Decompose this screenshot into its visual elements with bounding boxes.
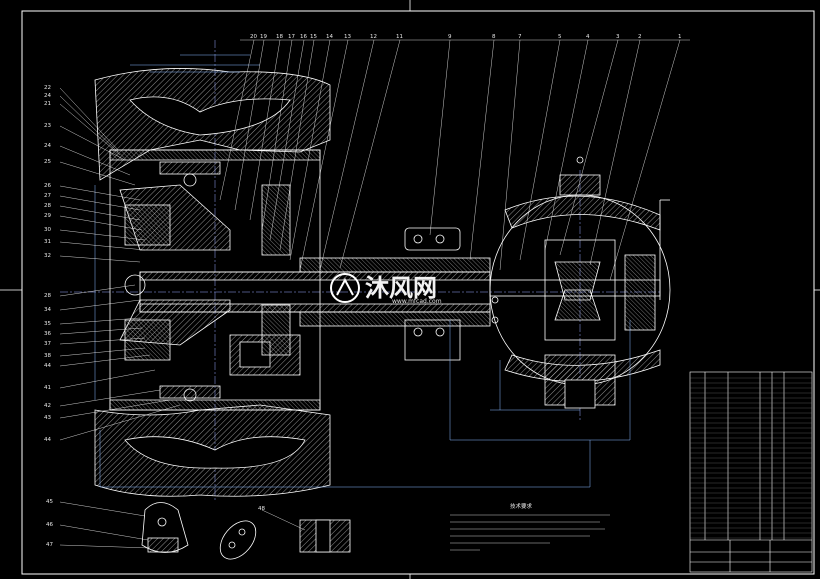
tire-section (94, 68, 331, 497)
callout-left: 32 (44, 253, 51, 259)
tech-requirements-title: 技术要求 (510, 502, 533, 510)
callout-top: 8 (492, 34, 496, 40)
callout-top: 14 (326, 34, 333, 40)
axle-shaft (139, 227, 491, 361)
watermark-brand: 沐风网 (365, 274, 437, 302)
callout-left: 27 (44, 193, 51, 199)
dimension-lines (94, 54, 631, 488)
callout-top: 20 (250, 34, 257, 40)
callout-left: 26 (44, 183, 51, 189)
parts-list (689, 371, 813, 573)
parts-list-rows (690, 377, 812, 539)
callout-left: 37 (44, 341, 51, 347)
callout-left: 25 (44, 159, 51, 165)
detail-views (59, 501, 351, 560)
left-callouts: 22 24 21 23 24 25 26 27 28 29 30 31 32 2… (44, 85, 51, 443)
callout-left: 44 (44, 363, 51, 369)
top-callouts: 20 19 18 17 16 15 14 13 12 11 9 8 7 5 4 … (240, 34, 690, 41)
callout-left: 34 (44, 307, 51, 313)
callout-left: 28 (44, 293, 51, 299)
callout-bottom: 45 (46, 499, 53, 505)
callout-bottom: 47 (46, 542, 53, 548)
callout-left: 41 (44, 385, 51, 391)
callout-left: 23 (44, 123, 51, 129)
callout-top: 1 (678, 34, 682, 40)
callout-left: 38 (44, 353, 51, 359)
top-leaders (219, 39, 681, 281)
watermark-url: www.mfcad.com (392, 298, 442, 305)
tech-requirements: 技术要求 (450, 502, 610, 551)
callout-top: 5 (558, 34, 562, 40)
callout-left: 22 (44, 85, 51, 91)
callout-left: 21 (44, 101, 51, 107)
callout-left: 35 (44, 321, 51, 327)
callout-bottom: 48 (258, 506, 265, 512)
callout-top: 11 (396, 34, 403, 40)
callout-top: 9 (448, 34, 452, 40)
bottom-callouts: 45 46 47 48 (46, 499, 265, 548)
differential-housing (489, 156, 671, 409)
callout-left: 44 (44, 437, 51, 443)
watermark: 沐风网 www.mfcad.com (330, 273, 442, 305)
callout-top: 4 (586, 34, 590, 40)
callout-left: 24 (44, 93, 51, 99)
callout-left: 36 (44, 331, 51, 337)
callout-left: 28 (44, 203, 51, 209)
callout-top: 18 (276, 34, 283, 40)
callout-left: 43 (44, 415, 51, 421)
callout-left: 24 (44, 143, 51, 149)
callout-top: 7 (518, 34, 522, 40)
callout-top: 16 (300, 34, 307, 40)
callout-left: 29 (44, 213, 51, 219)
callout-top: 13 (344, 34, 351, 40)
callout-left: 31 (44, 239, 51, 245)
left-leaders (59, 87, 181, 441)
callout-top: 17 (288, 34, 295, 40)
callout-left: 42 (44, 403, 51, 409)
wheel-hub (109, 149, 321, 411)
callout-left: 30 (44, 227, 51, 233)
callout-top: 19 (260, 34, 267, 40)
callout-top: 2 (638, 34, 642, 40)
callout-top: 12 (370, 34, 377, 40)
callout-top: 3 (616, 34, 620, 40)
callout-bottom: 46 (46, 522, 53, 528)
callout-top: 15 (310, 34, 317, 40)
